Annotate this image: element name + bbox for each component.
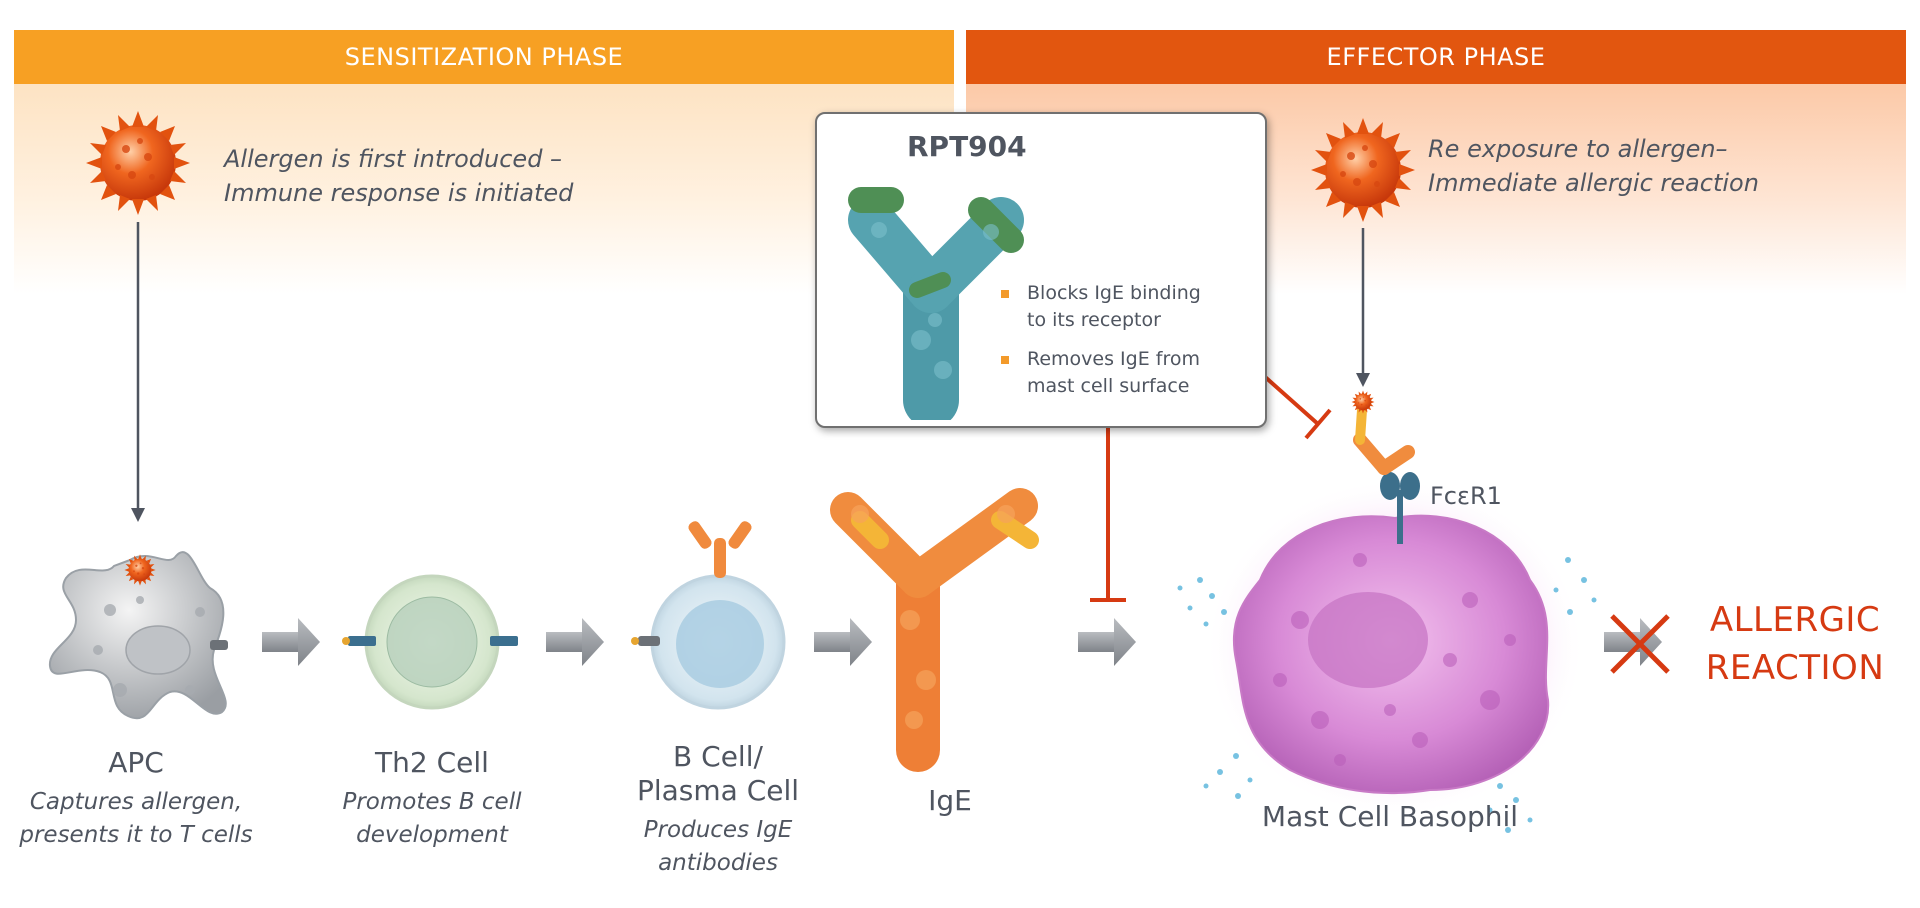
bcell-description-line1: Produces IgE xyxy=(643,817,793,843)
bcell-title-line1: B Cell/ xyxy=(673,740,763,773)
rpt904-bullet-1-line2: to its receptor xyxy=(1027,309,1161,331)
fcer1-receptor xyxy=(1380,472,1420,544)
inhibition-line-ige xyxy=(1090,424,1126,602)
bound-ige xyxy=(1351,390,1415,475)
bullet-square-icon xyxy=(1001,356,1009,364)
rpt904-bullet-1-line1: Blocks IgE binding xyxy=(1027,282,1201,304)
apc-description-line1: Captures allergen, xyxy=(29,789,243,815)
rpt904-antibody-icon xyxy=(848,187,1024,420)
ige-molecule xyxy=(830,488,1039,772)
allergic-reaction-label: ALLERGIC REACTION xyxy=(1700,596,1890,692)
allergen-icon xyxy=(86,111,190,215)
apc-title: APC xyxy=(108,746,164,779)
blocked-reaction-icon xyxy=(1610,614,1670,674)
flow-arrow-2 xyxy=(546,618,604,666)
ige-title: IgE xyxy=(928,784,972,817)
reexposure-allergen-icon xyxy=(1311,118,1415,222)
th2-label-group: Th2 Cell Promotes B cell development xyxy=(322,746,542,852)
rpt904-callout: RPT904 Blocks IgE binding to its recepto… xyxy=(815,112,1267,428)
rpt904-bullet-2-line1: Removes IgE from xyxy=(1027,348,1200,370)
allergic-reaction-line2: REACTION xyxy=(1705,648,1885,688)
apc-cell xyxy=(48,551,228,720)
th2-description-line1: Promotes B cell xyxy=(342,789,522,815)
rpt904-bullet-1: Blocks IgE binding to its receptor xyxy=(1001,280,1201,334)
flow-arrow-4 xyxy=(1078,618,1136,666)
sensitization-phase-header: SENSITIZATION PHASE xyxy=(14,30,954,84)
bcell-title-line2: Plasma Cell xyxy=(636,774,800,807)
rpt904-title: RPT904 xyxy=(907,130,1027,163)
inhibition-line-receptor xyxy=(1262,374,1332,440)
th2-title: Th2 Cell xyxy=(375,746,489,779)
fcer1-label: FcεR1 xyxy=(1430,482,1502,510)
sensitization-note-line2: Immune response is initiated xyxy=(224,179,574,207)
sensitization-note-line1: Allergen is first introduced – xyxy=(224,145,563,173)
mast-cell xyxy=(1177,478,1597,833)
rpt904-bullet-2-line2: mast cell surface xyxy=(1027,375,1190,397)
effector-phase-header: EFFECTOR PHASE xyxy=(966,30,1906,84)
bullet-square-icon xyxy=(1001,290,1009,298)
effector-note-line2: Immediate allergic reaction xyxy=(1428,169,1759,197)
bcell-label-group: B Cell/ Plasma Cell Produces IgE antibod… xyxy=(608,740,828,880)
b-cell xyxy=(631,521,786,710)
rpt904-bullet-2: Removes IgE from mast cell surface xyxy=(1001,346,1200,400)
apc-label-group: APC Captures allergen, presents it to T … xyxy=(8,746,264,852)
th2-description-line2: development xyxy=(356,822,508,848)
th2-cell xyxy=(342,574,518,710)
mast-cell-title: Mast Cell Basophil xyxy=(1261,800,1519,833)
sensitization-background xyxy=(14,84,954,294)
flow-arrow-1 xyxy=(262,618,320,666)
ige-label-group: IgE xyxy=(890,784,1010,818)
bcell-description-line2: antibodies xyxy=(658,850,778,876)
allergic-reaction-line1: ALLERGIC xyxy=(1709,600,1881,640)
effector-note: Re exposure to allergen– Immediate aller… xyxy=(1428,132,1759,200)
flow-arrow-3 xyxy=(814,618,872,666)
mast-cell-label-group: Mast Cell Basophil xyxy=(1220,800,1560,834)
apc-description-line2: presents it to T cells xyxy=(19,822,253,848)
sensitization-note: Allergen is first introduced – Immune re… xyxy=(224,142,573,210)
effector-note-line1: Re exposure to allergen– xyxy=(1428,135,1728,163)
